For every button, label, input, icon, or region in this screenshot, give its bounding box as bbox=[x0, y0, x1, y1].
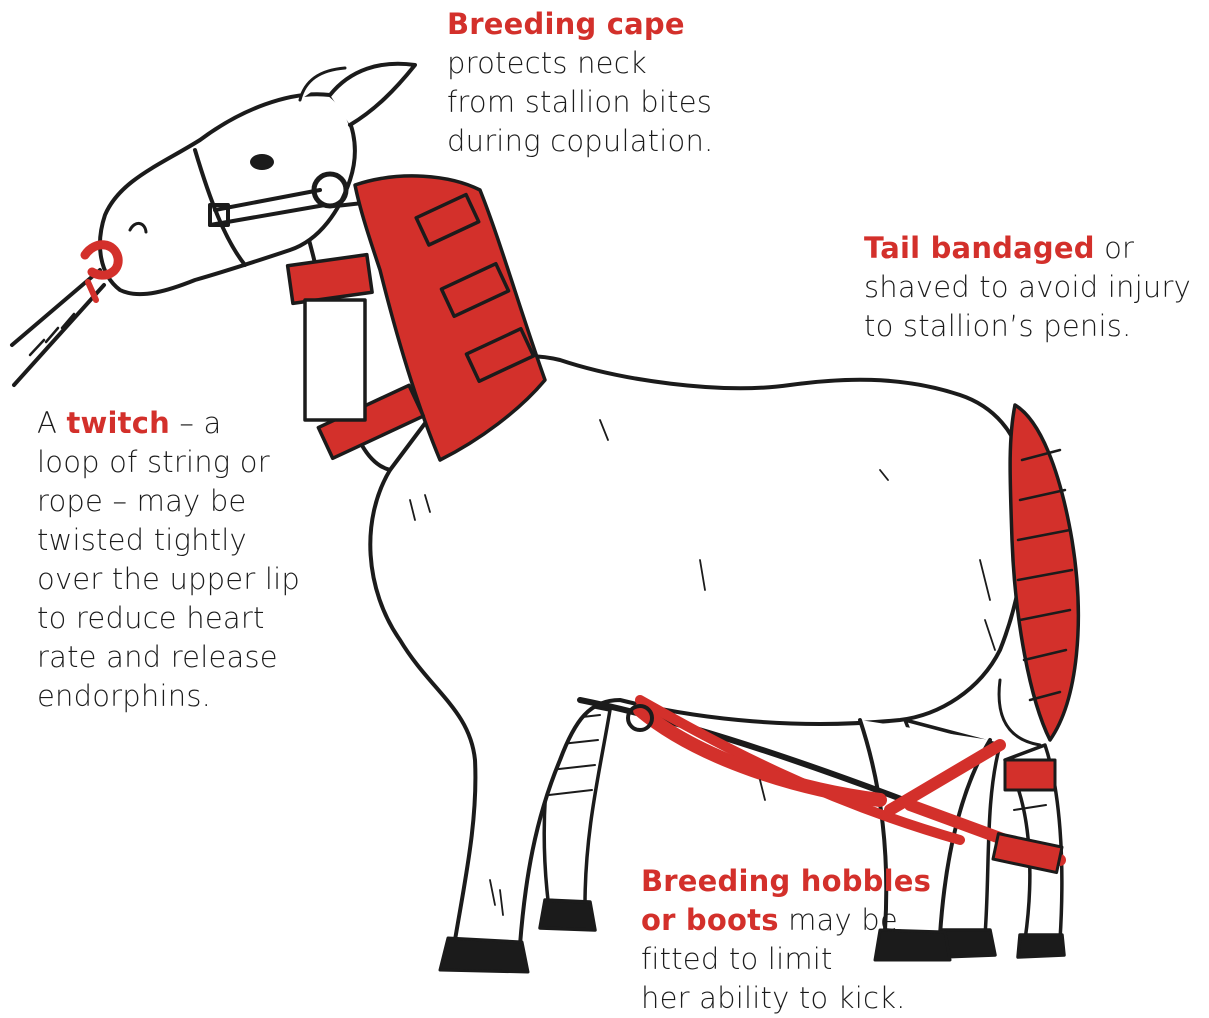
twitch-line: rate and release bbox=[37, 638, 300, 677]
hobbles-line: fitted to limit bbox=[641, 940, 931, 979]
twitch-prefix: A bbox=[37, 406, 66, 440]
breeding-cape-annotation: Breeding cape protects neck from stallio… bbox=[447, 5, 713, 161]
twitch-line: endorphins. bbox=[37, 677, 300, 716]
tail-title-rest: or bbox=[1095, 231, 1134, 265]
twitch-line: loop of string or bbox=[37, 443, 300, 482]
twitch-line: A twitch – a bbox=[37, 404, 300, 443]
twitch-line: to reduce heart bbox=[37, 599, 300, 638]
twitch-title: twitch bbox=[66, 406, 170, 440]
hobbles-annotation: Breeding hobbles or boots may be fitted … bbox=[641, 862, 931, 1018]
twitch-line: twisted tightly bbox=[37, 521, 300, 560]
tail-title: Tail bandaged bbox=[864, 231, 1095, 265]
hobbles-title: Breeding hobbles bbox=[641, 862, 931, 901]
hobbles-line: or boots may be bbox=[641, 901, 931, 940]
hobbles-line-rest: may be bbox=[779, 903, 898, 937]
tail-annotation: Tail bandaged or shaved to avoid injury … bbox=[864, 229, 1191, 346]
hobbles-line: her ability to kick. bbox=[641, 979, 931, 1018]
twitch-line: rope – may be bbox=[37, 482, 300, 521]
tail-line: to stallion’s penis. bbox=[864, 307, 1191, 346]
front-hoof bbox=[440, 938, 528, 972]
eye bbox=[250, 154, 274, 170]
breeding-cape-line: from stallion bites bbox=[447, 83, 713, 122]
hobbles-title-2: or boots bbox=[641, 903, 779, 937]
twitch-title-rest: – a bbox=[170, 406, 222, 440]
tail-line: Tail bandaged or bbox=[864, 229, 1191, 268]
breeding-cape-line: during copulation. bbox=[447, 122, 713, 161]
breeding-cape-line: protects neck bbox=[447, 44, 713, 83]
twitch-line: over the upper lip bbox=[37, 560, 300, 599]
breeding-cape-title: Breeding cape bbox=[447, 5, 713, 44]
tail-line: shaved to avoid injury bbox=[864, 268, 1191, 307]
twitch-annotation: A twitch – a loop of string or rope – ma… bbox=[37, 404, 300, 716]
